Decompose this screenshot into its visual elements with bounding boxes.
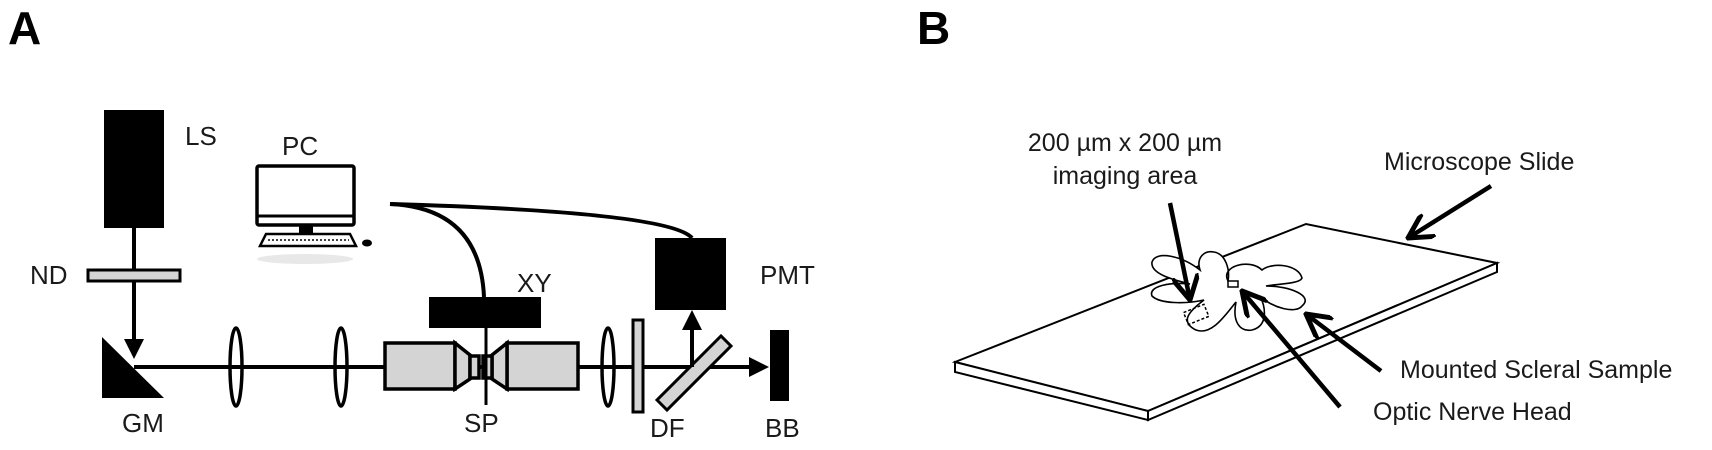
computer-icon bbox=[255, 164, 372, 264]
label-df: DF bbox=[650, 413, 685, 443]
cable-to-stage bbox=[389, 202, 486, 298]
panel-a: A LS ND GM SP bbox=[8, 2, 815, 443]
label-mounted-sample: Mounted Scleral Sample bbox=[1400, 356, 1672, 384]
label-imaging-area-line1: 200 µm x 200 µm bbox=[1028, 129, 1222, 157]
lens-2 bbox=[333, 326, 349, 408]
scleral-sample bbox=[1150, 250, 1306, 332]
microscope-slide bbox=[951, 222, 1501, 422]
panel-b: B 200 µm x 200 µm imaging area Microscop… bbox=[917, 2, 1672, 426]
lens-3 bbox=[600, 326, 616, 408]
pmt bbox=[655, 238, 726, 310]
objective-right bbox=[481, 339, 580, 393]
nd-filter bbox=[86, 268, 182, 283]
panel-b-letter: B bbox=[917, 2, 950, 54]
laser-source bbox=[104, 110, 164, 228]
objective-left bbox=[383, 339, 481, 393]
xy-stage bbox=[429, 297, 541, 328]
panel-a-letter: A bbox=[8, 2, 41, 54]
label-optic-nerve-head: Optic Nerve Head bbox=[1373, 398, 1572, 426]
label-bb: BB bbox=[765, 413, 800, 443]
label-xy: XY bbox=[517, 268, 552, 298]
galvo-mirror bbox=[102, 337, 164, 398]
arrow-optic-nerve-head bbox=[1242, 291, 1342, 409]
label-pc: PC bbox=[282, 131, 318, 161]
label-imaging-area-line2: imaging area bbox=[1053, 162, 1198, 190]
arrow-imaging-area bbox=[1167, 202, 1190, 300]
label-microscope-slide: Microscope Slide bbox=[1384, 148, 1574, 176]
label-nd: ND bbox=[30, 260, 68, 290]
arrow-mounted-sample bbox=[1306, 314, 1383, 373]
label-pmt: PMT bbox=[760, 260, 815, 290]
label-gm: GM bbox=[122, 408, 164, 438]
label-ls: LS bbox=[185, 121, 217, 151]
beam-block bbox=[770, 330, 789, 401]
arrow-microscope-slide bbox=[1408, 184, 1493, 238]
emission-filter bbox=[631, 318, 645, 414]
label-sp: SP bbox=[464, 408, 499, 438]
cable-to-pmt bbox=[389, 202, 694, 240]
lens-1 bbox=[228, 326, 244, 408]
dichroic-filter bbox=[654, 333, 734, 413]
